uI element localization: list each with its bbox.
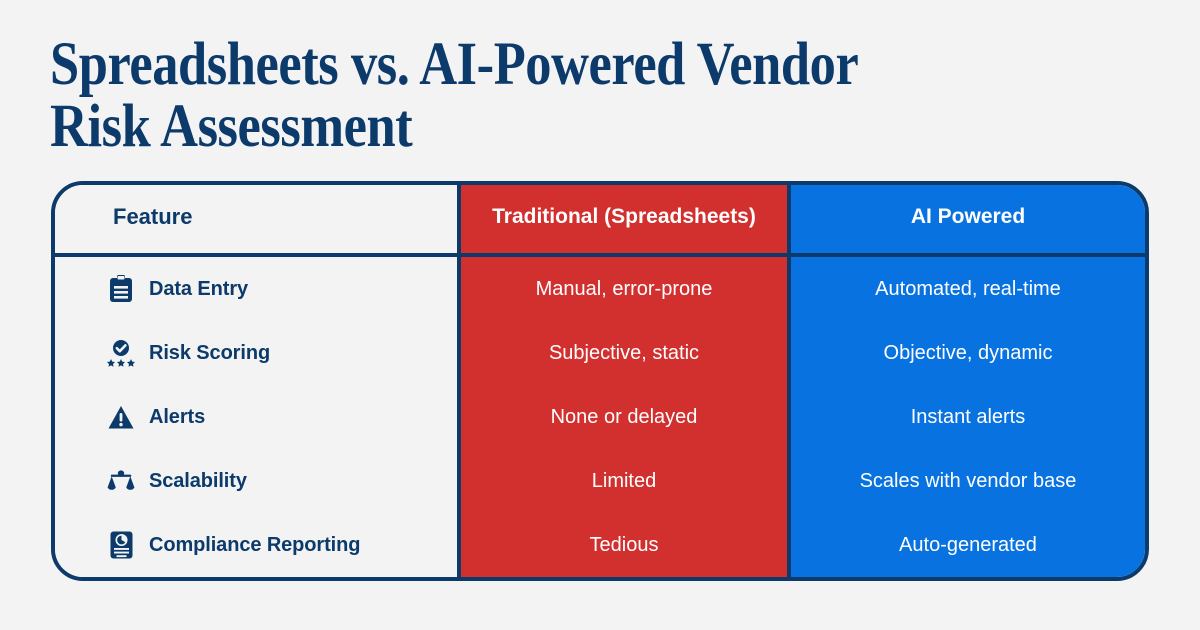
ai-value: Scales with vendor base: [859, 469, 1077, 492]
feature-cells: Data Entry: [55, 257, 457, 577]
table-header-row: Feature Traditional (Spreadsheets) AI Po…: [55, 185, 1145, 257]
header-column-feature: Feature: [55, 185, 461, 253]
column-ai: Automated, real-time Objective, dynamic …: [791, 257, 1145, 577]
column-feature: Data Entry: [55, 257, 461, 577]
ai-value: Automated, real-time: [875, 277, 1061, 300]
feature-label: Risk Scoring: [149, 341, 271, 364]
ai-value: Instant alerts: [910, 405, 1026, 428]
traditional-value: Limited: [591, 469, 657, 492]
balance-scale-icon: [107, 466, 135, 496]
ai-cells: Automated, real-time Objective, dynamic …: [791, 257, 1145, 577]
feature-label: Scalability: [149, 469, 247, 492]
table-row: Data Entry: [55, 257, 457, 321]
header-ai-label: AI Powered: [910, 205, 1026, 228]
header-column-ai: AI Powered: [791, 185, 1145, 253]
clipboard-icon: [107, 274, 135, 304]
table-row: Compliance Reporting: [55, 513, 457, 577]
ai-value: Objective, dynamic: [883, 341, 1053, 364]
feature-label: Data Entry: [149, 277, 249, 300]
warning-triangle-icon: [107, 402, 135, 432]
header-traditional-label: Traditional (Spreadsheets): [492, 205, 756, 228]
rating-badge-icon: [107, 338, 135, 368]
ai-value: Auto-generated: [899, 533, 1037, 556]
comparison-table: Feature Traditional (Spreadsheets) AI Po…: [51, 181, 1149, 581]
column-traditional: Manual, error-prone Subjective, static N…: [461, 257, 791, 577]
traditional-cells: Manual, error-prone Subjective, static N…: [461, 257, 787, 577]
traditional-value: Subjective, static: [548, 341, 700, 364]
table-content-row: Data Entry: [55, 257, 1145, 577]
traditional-value: Manual, error-prone: [535, 277, 713, 300]
feature-label: Compliance Reporting: [149, 533, 361, 556]
header-column-traditional: Traditional (Spreadsheets): [461, 185, 791, 253]
table-row: Scalability: [55, 449, 457, 513]
report-document-icon: [107, 530, 135, 560]
page-title: Spreadsheets vs. AI-Powered Vendor Risk …: [50, 31, 859, 161]
traditional-value: Tedious: [589, 533, 659, 556]
traditional-value: None or delayed: [550, 405, 698, 428]
table-row: Alerts: [55, 385, 457, 449]
table-body: Feature Traditional (Spreadsheets) AI Po…: [55, 185, 1145, 577]
header-feature-label: Feature: [113, 204, 193, 229]
feature-label: Alerts: [149, 405, 206, 428]
table-row: Risk Scoring: [55, 321, 457, 385]
